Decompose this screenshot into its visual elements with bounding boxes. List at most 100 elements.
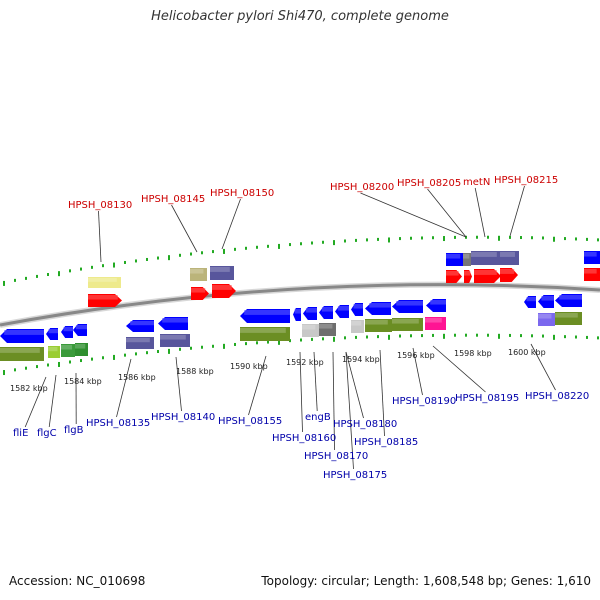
bottom-label[interactable]: HPSH_08155 <box>218 416 282 427</box>
track-dot <box>289 243 291 247</box>
track-dot <box>311 337 313 341</box>
gene-features[interactable] <box>0 251 600 361</box>
top-label[interactable]: HPSH_08145 <box>141 194 205 205</box>
track-dot <box>553 236 555 242</box>
track-dot <box>586 237 588 241</box>
top-label[interactable]: HPSH_08205 <box>397 178 461 189</box>
track-dot <box>542 334 544 338</box>
gene-flgB-green-highlight <box>61 345 73 350</box>
top-leader <box>474 187 486 238</box>
track-dot <box>3 280 5 286</box>
top-label[interactable]: HPSH_08200 <box>330 182 394 193</box>
gene-engB-gray-highlight <box>302 325 316 330</box>
track-dot <box>377 335 379 339</box>
gene-08160-gray-highlight <box>319 324 333 329</box>
track-dot <box>476 235 478 239</box>
track-dot <box>102 264 104 268</box>
top-leader <box>427 188 467 238</box>
track-dot <box>344 239 346 243</box>
track-dot <box>498 333 500 339</box>
track-dot <box>168 255 170 261</box>
track-dot <box>333 336 335 342</box>
gene-labels[interactable]: HPSH_08130 HPSH_08145 HPSH_08150 HPSH_08200… <box>13 175 589 481</box>
track-dot <box>179 253 181 257</box>
bottom-label[interactable]: HPSH_08140 <box>151 412 215 423</box>
gene-08200-highlight <box>446 271 459 276</box>
gene-flhA-green-highlight <box>0 348 40 353</box>
track-dot <box>245 342 247 346</box>
top-label[interactable]: metN <box>463 177 490 188</box>
track-dot <box>399 334 401 338</box>
top-label[interactable]: HPSH_08150 <box>210 188 274 199</box>
track-dot <box>201 251 203 255</box>
gene-08220b-highlight <box>541 296 554 301</box>
top-label[interactable]: HPSH_08130 <box>68 200 132 211</box>
track-dot <box>509 333 511 337</box>
gene-08180-gray-highlight <box>351 321 362 326</box>
genome-map[interactable]: HPSH_08130 HPSH_08145 HPSH_08150 HPSH_08200… <box>0 0 600 560</box>
track-dot <box>212 250 214 254</box>
gene-08150-highlight <box>212 285 232 290</box>
track-dot <box>234 247 236 251</box>
track-dot <box>388 334 390 340</box>
top-label[interactable]: HPSH_08215 <box>494 175 558 186</box>
track-dot <box>135 352 137 356</box>
track-dot <box>542 236 544 240</box>
bottom-label[interactable]: HPSH_08185 <box>354 437 418 448</box>
gene-08130-highlight <box>88 295 118 300</box>
bottom-label[interactable]: HPSH_08180 <box>333 419 397 430</box>
track-dot <box>124 260 126 264</box>
track-dot <box>80 267 82 271</box>
genome-backbone <box>0 281 600 328</box>
bottom-label[interactable]: HPSH_08175 <box>323 470 387 481</box>
top-leader <box>98 210 102 263</box>
gene-right-blue-highlight <box>584 252 597 257</box>
bottom-leader <box>299 351 303 433</box>
gene-flgB2-green-highlight <box>75 344 86 349</box>
track-dot <box>575 237 577 241</box>
gene-08185-highlight <box>369 303 391 308</box>
track-dot <box>25 276 27 280</box>
gene-08200-blue-highlight <box>446 254 461 259</box>
bottom-label[interactable]: flgC <box>37 428 57 439</box>
track-dot <box>3 370 5 376</box>
track-dot <box>465 235 467 239</box>
track-dot <box>168 348 170 354</box>
gene-08155-green-highlight <box>240 328 286 333</box>
scale-tick-label: 1584 kbp <box>64 377 102 386</box>
track-dot <box>509 235 511 239</box>
bottom-leader <box>345 351 354 470</box>
bottom-label[interactable]: HPSH_08170 <box>304 451 368 462</box>
bottom-label[interactable]: flgB <box>64 425 84 436</box>
gene-flgC-arrow-highlight <box>48 329 58 334</box>
track-dot <box>487 235 489 239</box>
gene-08145-highlight <box>191 288 206 293</box>
bottom-label[interactable]: HPSH_08135 <box>86 418 150 429</box>
track-dot <box>113 262 115 268</box>
track-dot <box>344 336 346 340</box>
gene-08195-pink-highlight <box>425 318 442 323</box>
bottom-label[interactable]: HPSH_08195 <box>455 393 519 404</box>
track-dot <box>25 366 27 370</box>
bottom-label[interactable]: HPSH_08220 <box>525 391 589 402</box>
bottom-label[interactable]: HPSH_08190 <box>392 396 456 407</box>
gene-08185-green-highlight <box>365 320 388 325</box>
bottom-label[interactable]: fliE <box>13 428 28 439</box>
track-dot <box>520 334 522 338</box>
gene-flhA-region-highlight <box>4 330 44 335</box>
top-leader <box>221 198 241 250</box>
bottom-label[interactable]: HPSH_08160 <box>272 433 336 444</box>
gene-flgB-arrow-highlight <box>63 327 73 332</box>
gene-08145-pale-highlight <box>190 269 204 274</box>
track-dot <box>322 337 324 341</box>
track-dot <box>355 335 357 339</box>
track-dot <box>267 244 269 248</box>
bottom-label[interactable]: engB <box>305 412 331 423</box>
track-dot <box>432 333 434 337</box>
gene-08160-highlight <box>305 308 317 313</box>
track-dot <box>69 360 71 364</box>
track-dot <box>157 256 159 260</box>
label-leader-lines <box>24 185 556 470</box>
gene-08220a-highlight <box>526 297 536 302</box>
